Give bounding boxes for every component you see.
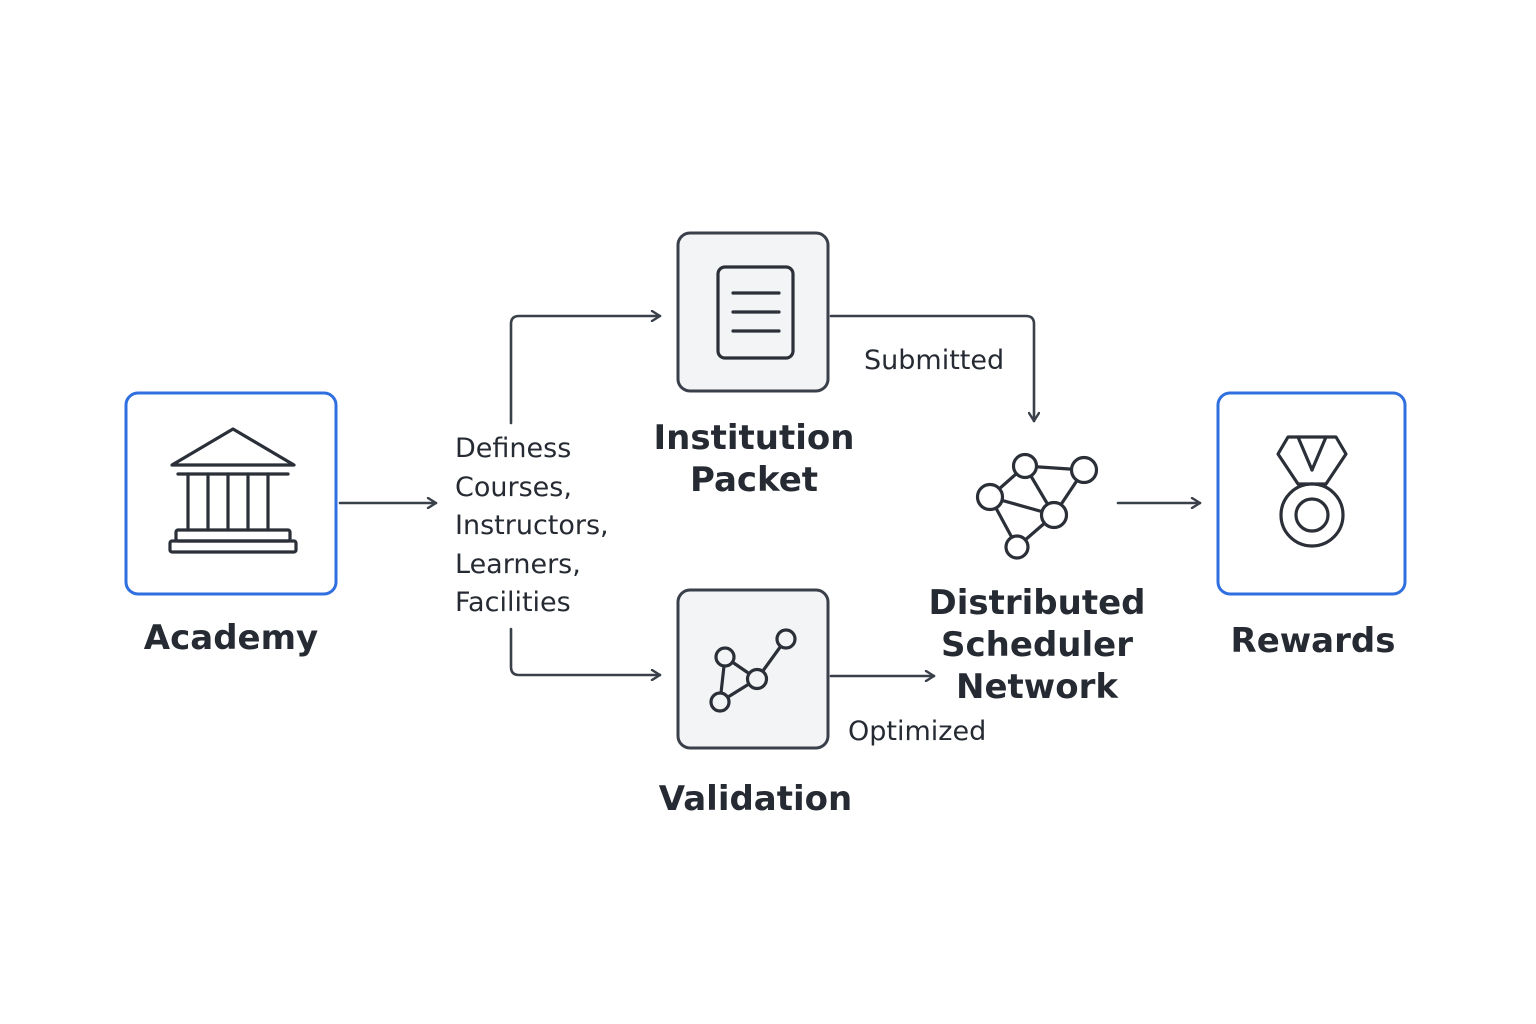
validation-node[interactable] [676, 588, 830, 750]
arrow-packet-to-scheduler [829, 314, 1034, 423]
defines-text-line2: Courses, [455, 471, 572, 503]
defines-text-line5: Facilities [455, 587, 571, 618]
academy-label: Academy [143, 618, 319, 658]
institution-packet-node[interactable] [676, 231, 830, 393]
institution-packet-label: Institution Packet [643, 417, 865, 501]
institution-packet-label-line2: Packet [689, 460, 819, 500]
defines-text-line1: Definess [455, 433, 572, 464]
scheduler-label: Distributed Scheduler Network [917, 582, 1157, 708]
bank-building-icon [168, 427, 298, 554]
document-icon [716, 265, 795, 360]
graph-chart-icon [709, 628, 797, 713]
institution-packet-label-line1: Institution [653, 418, 855, 458]
defines-text: Definess Courses, Instructors, Learners,… [455, 430, 609, 623]
academy-node[interactable] [124, 391, 338, 596]
submitted-edge-label: Submitted [864, 345, 1005, 376]
rewards-label: Rewards [1230, 621, 1396, 661]
network-icon [975, 452, 1099, 560]
optimized-edge-label: Optimized [848, 716, 987, 747]
arrow-to-institution-packet [509, 316, 662, 425]
defines-text-line3: Instructors, [455, 510, 609, 541]
rewards-node[interactable] [1216, 391, 1407, 596]
scheduler-label-line2: Scheduler [941, 625, 1133, 665]
scheduler-label-line3: Network [956, 667, 1118, 707]
defines-text-line4: Learners, [455, 548, 581, 580]
medal-icon [1276, 435, 1348, 548]
scheduler-label-line1: Distributed [928, 583, 1146, 623]
connectors [338, 314, 1202, 676]
validation-label: Validation [658, 779, 853, 819]
arrow-to-validation [509, 627, 662, 675]
